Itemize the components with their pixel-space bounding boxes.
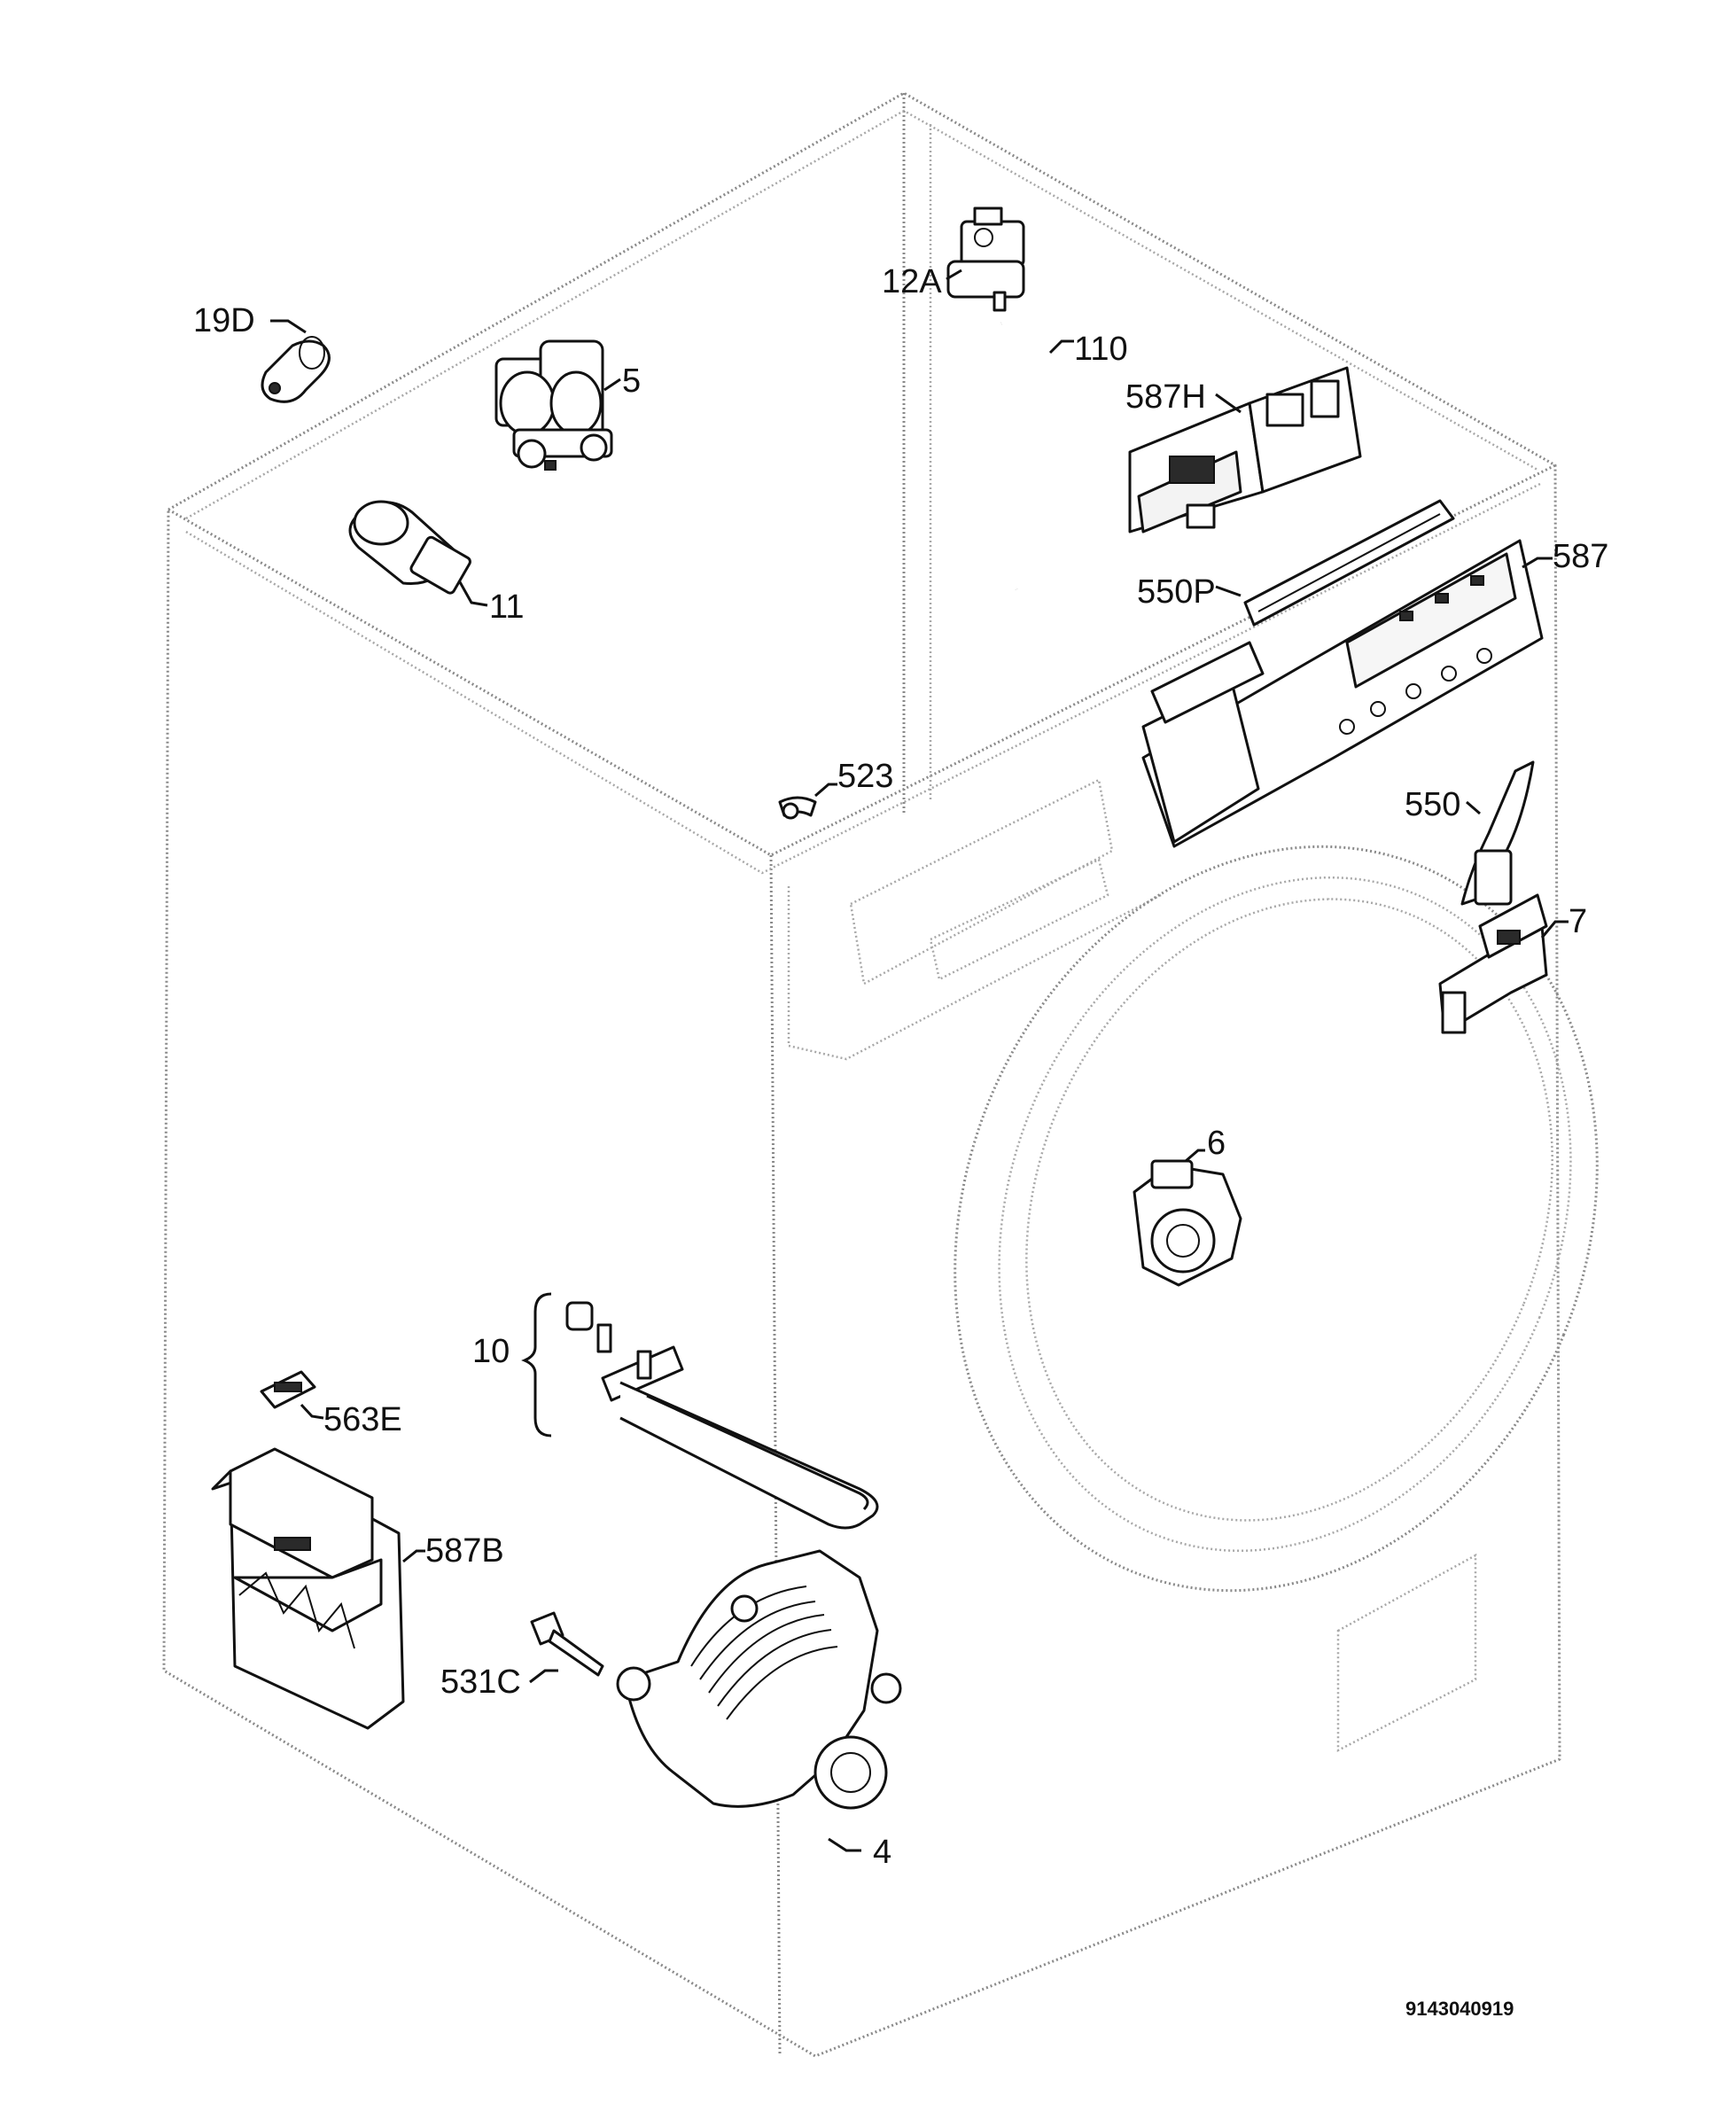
part-4-motor (616, 1549, 902, 1852)
callout-19d: 19D (193, 302, 255, 339)
part-110-hose (1000, 320, 1074, 590)
callout-4: 4 (873, 1834, 891, 1871)
panel-buttons (1339, 575, 1492, 735)
callout-563e: 563E (323, 1401, 402, 1438)
part-10-heating-element (521, 1292, 879, 1530)
drawing-number: 9143040919 (1405, 1998, 1514, 2020)
part-12a-pressure-switch (946, 206, 1025, 312)
part-7-door-lock (1438, 893, 1569, 1034)
callout-587h: 587H (1125, 378, 1206, 416)
part-587-display-panel (1141, 539, 1553, 848)
callout-550: 550 (1405, 786, 1460, 823)
callout-12a: 12A (882, 263, 942, 300)
cabinet-outline (162, 91, 1599, 2058)
callout-10: 10 (472, 1333, 510, 1370)
callout-550p: 550P (1137, 573, 1216, 611)
callout-11: 11 (489, 588, 524, 626)
callout-labels: 19D 5 11 12A 110 587H 587 550P 523 550 7… (193, 263, 1608, 1871)
callout-110: 110 (1074, 331, 1128, 368)
part-563e (260, 1370, 324, 1420)
part-531c-screw (529, 1611, 604, 1684)
part-11-filter (348, 500, 488, 607)
part-19d (261, 319, 331, 403)
part-587b-power-board (211, 1447, 425, 1730)
callout-587: 587 (1553, 538, 1608, 575)
callout-587b: 587B (425, 1532, 504, 1570)
callout-531c: 531C (440, 1663, 521, 1701)
callout-6: 6 (1207, 1125, 1226, 1162)
callout-7: 7 (1569, 903, 1587, 940)
part-550-door-handle (1460, 760, 1535, 906)
part-5-inlet-valve (494, 339, 621, 471)
callout-5: 5 (622, 362, 641, 400)
part-523-clip (778, 783, 837, 820)
part-6-drain-pump (1133, 1149, 1242, 1287)
callout-523: 523 (837, 758, 893, 795)
part-587h-control-board (1128, 366, 1362, 534)
part-550p-cover (1215, 499, 1455, 627)
